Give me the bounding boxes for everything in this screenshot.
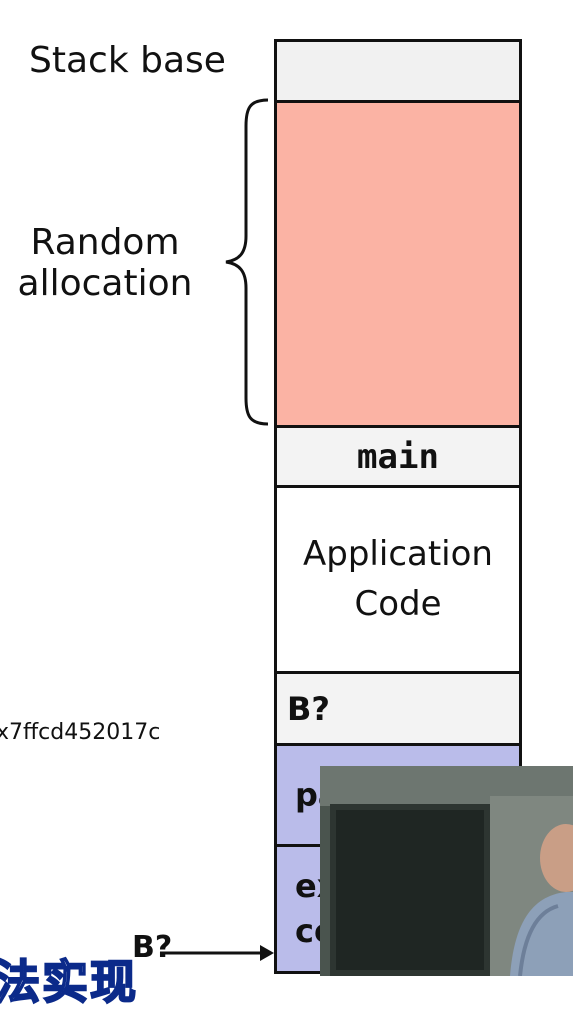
b-block: B? <box>274 671 522 743</box>
curly-brace-icon <box>225 98 269 426</box>
stack-base-block <box>274 39 522 100</box>
arrow-right-icon <box>160 945 274 961</box>
webcam-frame <box>320 766 573 976</box>
random-allocation-block <box>274 100 522 425</box>
address-label: x7ffcd452017c <box>0 720 161 745</box>
subtitle-text: 法实现 <box>0 954 138 1010</box>
webcam-overlay <box>320 766 573 976</box>
stack-base-label: Stack base <box>29 40 226 81</box>
random-allocation-label: Random allocation <box>17 222 193 305</box>
main-block: main <box>274 425 522 485</box>
application-code-block: Application Code <box>274 485 522 671</box>
b2-label: B? <box>132 930 173 965</box>
